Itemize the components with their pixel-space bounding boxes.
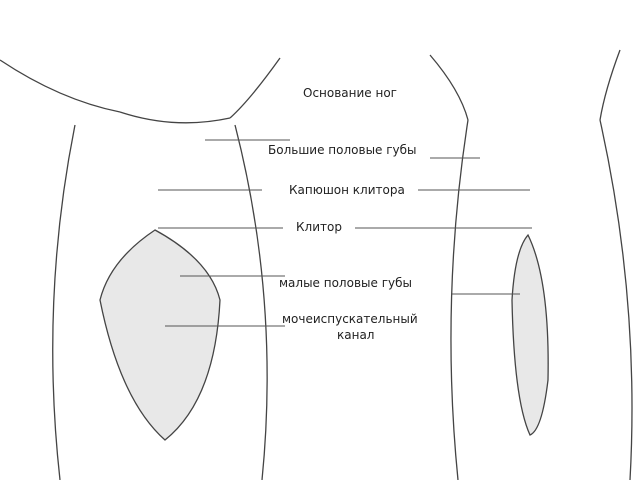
side-view-shape xyxy=(511,233,549,436)
label-labia-majora: Большие половые губы xyxy=(268,143,417,157)
side-view-outline xyxy=(429,49,633,480)
label-leg-base: Основание ног xyxy=(303,86,397,100)
label-clitoris: Клитор xyxy=(296,220,342,234)
leader-lines xyxy=(158,139,532,327)
label-labia-minora: малые половые губы xyxy=(279,276,412,290)
front-view-outline xyxy=(0,57,281,480)
label-urethra-line1: мочеиспускательный xyxy=(282,312,418,326)
label-clitoral-hood: Капюшон клитора xyxy=(289,183,405,197)
front-view-shape xyxy=(99,229,221,441)
label-urethra-line2: канал xyxy=(337,328,375,342)
